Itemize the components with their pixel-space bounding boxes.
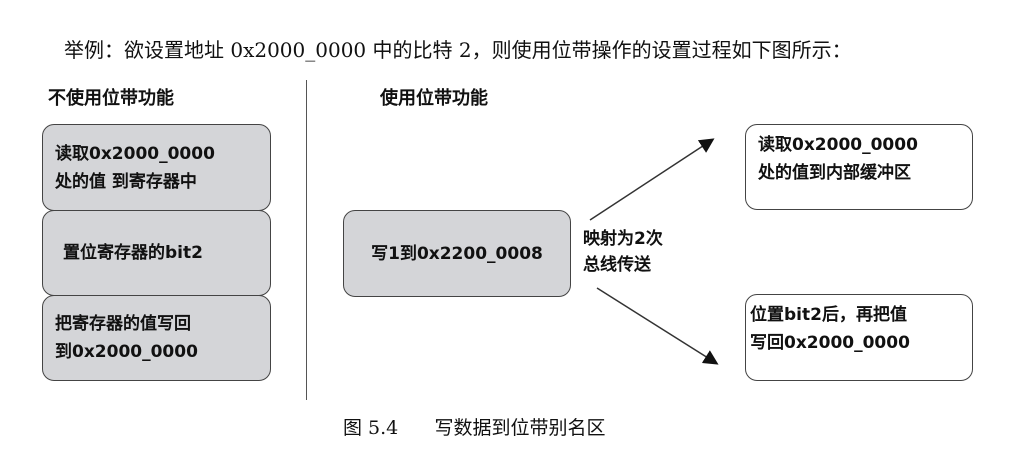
step-write-box: 把寄存器的值写回 到0x2000_0000 bbox=[42, 295, 271, 381]
step-text: 处的值 到寄存器中 bbox=[55, 171, 197, 192]
target-text: 读取0x2000_0000 bbox=[758, 135, 918, 155]
step-text: 把寄存器的值写回 bbox=[55, 314, 191, 334]
figure-caption: 图 5.4 写数据到位带别名区 bbox=[343, 413, 606, 440]
intro-text: 举例：欲设置地址 0x2000_0000 中的比特 2，则使用位带操作的设置过程… bbox=[64, 38, 852, 62]
mapping-label: 映射为2次 总线传送 bbox=[583, 226, 663, 278]
target-write-box: 位置bit2后，再把值 写回0x2000_0000 bbox=[745, 294, 973, 381]
target-text: 写回0x2000_0000 bbox=[750, 333, 910, 353]
step-text: 置位寄存器的bit2 bbox=[63, 243, 203, 263]
divider bbox=[306, 80, 307, 400]
heading-without-bitband: 不使用位带功能 bbox=[48, 88, 174, 109]
heading-with-bitband: 使用位带功能 bbox=[380, 88, 488, 109]
step-set-box: 置位寄存器的bit2 bbox=[42, 210, 271, 296]
target-text: 处的值到内部缓冲区 bbox=[758, 163, 911, 183]
step-read-box: 读取0x2000_0000 处的值 到寄存器中 bbox=[42, 124, 271, 211]
mapping-line: 映射为2次 bbox=[583, 229, 663, 249]
step-text: 读取0x2000_0000 bbox=[55, 143, 215, 164]
target-text: 位置bit2后，再把值 bbox=[750, 305, 907, 325]
arrow-down-icon bbox=[596, 287, 719, 365]
mapping-line: 总线传送 bbox=[583, 255, 651, 275]
caption-number: 图 5.4 bbox=[343, 417, 399, 439]
step-text: 到0x2000_0000 bbox=[55, 342, 198, 362]
target-read-box: 读取0x2000_0000 处的值到内部缓冲区 bbox=[745, 124, 973, 210]
caption-title: 写数据到位带别名区 bbox=[434, 417, 606, 439]
source-text: 写1到0x2200_0008 bbox=[371, 243, 543, 264]
source-write-box: 写1到0x2200_0008 bbox=[343, 210, 571, 297]
arrow-up-icon bbox=[589, 138, 715, 221]
